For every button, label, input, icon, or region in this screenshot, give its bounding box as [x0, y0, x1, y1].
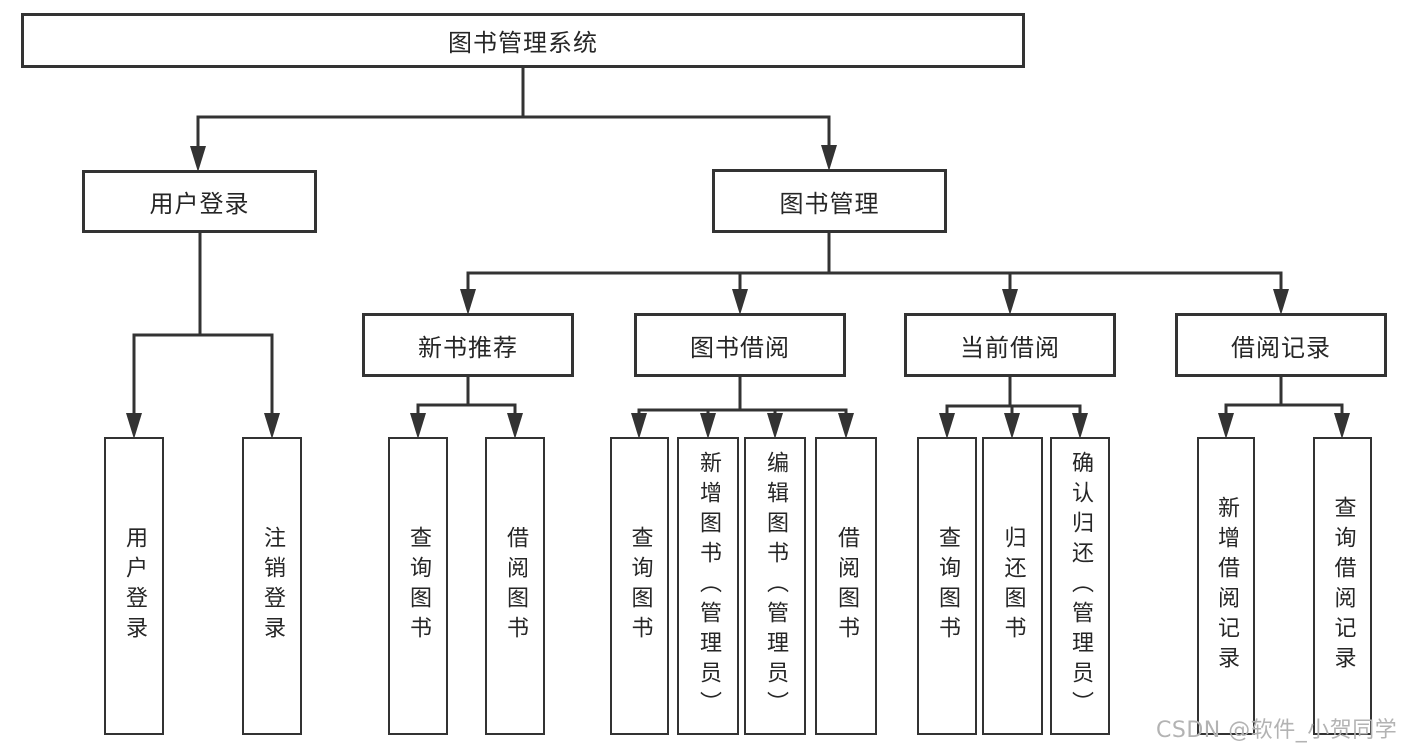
leaf-current-query-books: 查询图书 [917, 437, 977, 735]
node-book-borrow-label: 图书借阅 [690, 333, 790, 362]
node-current-borrow: 当前借阅 [904, 313, 1116, 377]
leaf-recommend-borrow-books: 借阅图书 [485, 437, 545, 735]
leaf-user-login-label: 用户登录 [122, 526, 147, 646]
arrowhead-icon [939, 413, 955, 439]
node-book-management-label: 图书管理 [779, 189, 880, 218]
csdn-watermark: CSDN @软件_小贺同学 [1156, 718, 1398, 743]
leaf-query-borrow-record: 查询借阅记录 [1313, 437, 1372, 735]
node-user-login: 用户登录 [82, 170, 317, 233]
leaf-return-books: 归还图书 [982, 437, 1043, 735]
arrowhead-icon [732, 289, 748, 315]
leaf-add-books-admin-label: 新增图书（管理员） [696, 451, 721, 721]
arrowhead-icon [1072, 413, 1088, 439]
arrowhead-icon [767, 413, 783, 439]
leaf-borrow-query-books-label: 查询图书 [627, 526, 653, 646]
leaf-confirm-return-admin-label: 确认归还（管理员） [1068, 451, 1093, 721]
node-book-management: 图书管理 [712, 169, 947, 233]
arrowhead-icon [821, 145, 837, 171]
arrowhead-icon [264, 413, 280, 439]
arrowhead-icon [1334, 413, 1350, 439]
leaf-user-login: 用户登录 [104, 437, 164, 735]
node-root-system: 图书管理系统 [21, 13, 1025, 68]
node-book-borrow: 图书借阅 [634, 313, 846, 377]
arrowhead-icon [1004, 413, 1020, 439]
leaf-borrow-books: 借阅图书 [815, 437, 877, 735]
leaf-add-books-admin: 新增图书（管理员） [677, 437, 739, 735]
leaf-current-query-books-label: 查询图书 [935, 526, 960, 646]
arrowhead-icon [1002, 289, 1018, 315]
leaf-recommend-query-books: 查询图书 [388, 437, 448, 735]
node-borrow-record: 借阅记录 [1175, 313, 1387, 377]
arrowhead-icon [838, 413, 854, 439]
arrowhead-icon [1273, 289, 1289, 315]
leaf-query-borrow-record-label: 查询借阅记录 [1330, 496, 1356, 676]
arrowhead-icon [126, 413, 142, 439]
leaf-recommend-borrow-books-label: 借阅图书 [503, 526, 528, 646]
leaf-logout-label: 注销登录 [260, 526, 285, 646]
leaf-borrow-query-books: 查询图书 [610, 437, 669, 735]
leaf-recommend-query-books-label: 查询图书 [406, 526, 431, 646]
leaf-edit-books-admin-label: 编辑图书（管理员） [763, 451, 788, 721]
leaf-return-books-label: 归还图书 [1000, 526, 1026, 646]
node-new-book-recommend-label: 新书推荐 [418, 333, 518, 362]
arrowhead-icon [410, 413, 426, 439]
node-new-book-recommend: 新书推荐 [362, 313, 574, 377]
node-user-login-label: 用户登录 [149, 190, 250, 218]
arrowhead-icon [1218, 413, 1234, 439]
arrowhead-icon [460, 289, 476, 315]
leaf-logout: 注销登录 [242, 437, 302, 735]
leaf-add-borrow-record: 新增借阅记录 [1197, 437, 1255, 735]
arrowhead-icon [190, 146, 206, 172]
node-borrow-record-label: 借阅记录 [1231, 333, 1331, 362]
arrowhead-icon [507, 413, 523, 439]
arrowhead-icon [700, 413, 716, 439]
leaf-edit-books-admin: 编辑图书（管理员） [744, 437, 806, 735]
arrowhead-icon [631, 413, 647, 439]
leaf-add-borrow-record-label: 新增借阅记录 [1214, 496, 1239, 676]
node-current-borrow-label: 当前借阅 [960, 333, 1060, 362]
leaf-borrow-books-label: 借阅图书 [834, 526, 859, 646]
leaf-confirm-return-admin: 确认归还（管理员） [1050, 437, 1110, 735]
node-root-label: 图书管理系统 [448, 29, 598, 57]
